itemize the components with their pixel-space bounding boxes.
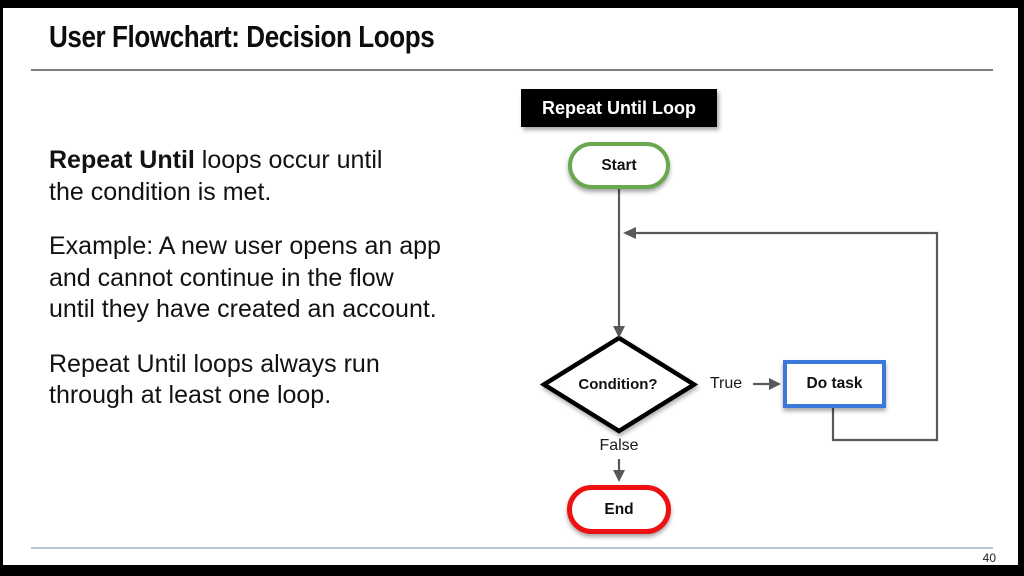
start-node: Start (568, 142, 670, 189)
arrowhead-loop-back-left (623, 227, 636, 239)
true-branch-label: True (709, 375, 743, 392)
condition-diamond (539, 335, 699, 434)
text-run: loops occur until (194, 146, 383, 174)
text-line: and cannot continue in the flow (49, 263, 394, 292)
text-line: Example: A new user opens an app (49, 232, 441, 260)
flowchart-connectors (539, 189, 939, 482)
page-title: User Flowchart: Decision Loops (49, 19, 508, 55)
text-line: the condition is met. (49, 177, 272, 206)
body-text: Repeat Until loops occur until the condi… (49, 145, 441, 435)
arrowhead-end (613, 470, 625, 482)
paragraph-note: Repeat Until loops always run through at… (49, 349, 441, 412)
text-line: Repeat Until loops always run (49, 349, 380, 378)
arrowhead-do-task (769, 378, 781, 390)
end-node: End (567, 485, 671, 534)
do-task-node: Do task (783, 360, 886, 408)
paragraph-example: Example: A new user opens an app and can… (49, 231, 441, 326)
text-line: Repeat Until loops occur until (49, 145, 441, 177)
arrowhead-condition-top (613, 326, 625, 338)
page-number: 40 (982, 551, 996, 565)
condition-node-label: Condition? (578, 376, 658, 393)
false-branch-label: False (599, 437, 639, 454)
page-title-text: User Flowchart: Decision Loops (49, 19, 435, 54)
footer-divider (31, 547, 993, 549)
bold-lead-text: Repeat Until (49, 146, 195, 174)
text-line: through at least one loop. (49, 381, 332, 409)
slide: User Flowchart: Decision Loops Repeat Un… (3, 8, 1018, 565)
connector-loop-back (636, 231, 939, 442)
flowchart: Repeat Until Loop Start Condition? True … (3, 8, 1018, 565)
title-divider (31, 69, 993, 71)
flowchart-header: Repeat Until Loop (521, 89, 717, 127)
text-line: until they have created an account. (49, 295, 437, 323)
paragraph-definition: Repeat Until loops occur until the condi… (49, 145, 441, 208)
